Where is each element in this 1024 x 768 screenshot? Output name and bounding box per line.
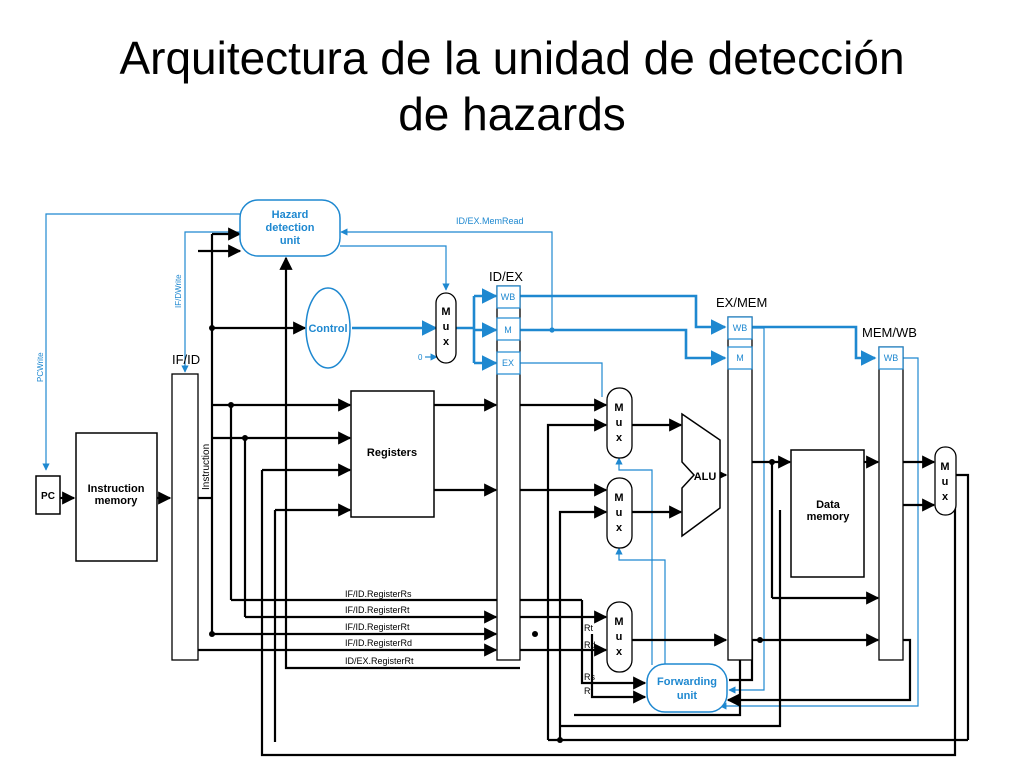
if-id-label: IF/ID [172,352,200,367]
if-id-register-rt-label: IF/ID.RegisterRt [345,622,410,632]
mux-letter: x [443,336,450,348]
hazard-unit-label-1: Hazard [272,209,309,221]
mem-wb-wb-field: WB [884,353,899,363]
if-id-register-rd-label: IF/ID.RegisterRd [345,638,412,648]
mux-letter: u [616,631,623,643]
junction-dot [549,327,555,333]
if-id-register-rs-label: IF/ID.RegisterRs [345,589,412,599]
ex-mem-label: EX/MEM [716,295,767,310]
mux-letter: M [614,616,623,628]
if-d-write-label: IF/DWrite [174,274,183,308]
id-ex-memread-label: ID/EX.MemRead [456,216,524,226]
id-ex-ex-field: EX [502,358,514,368]
id-ex-m-field: M [504,325,512,335]
instruction-memory: Instruction memory [75,432,158,562]
control-label: Control [308,323,347,335]
instruction-signal-label: Instruction [201,444,212,490]
alu: ALU [681,412,721,538]
if-id-register-rt-label: IF/ID.RegisterRt [345,605,410,615]
slide-title: Arquitectura de la unidad de detección d… [0,30,1024,142]
writeback-mux: M u x [934,446,957,516]
ex-mem-register: WB M EX/MEM [716,295,767,661]
alu-label: ALU [694,471,717,483]
data-memory-label-2: memory [807,511,851,523]
rt-forward-label: Rt [584,686,593,696]
mux-letter: x [616,646,623,658]
instruction-memory-label-2: memory [95,495,139,507]
mux-letter: M [441,306,450,318]
pc-register: PC [35,475,61,515]
mem-wb-label: MEM/WB [862,325,917,340]
registers-label: Registers [367,447,417,459]
rt-label: Rt [584,623,593,633]
mux-letter: x [942,491,949,503]
control-unit: Control [305,287,351,369]
pc-write-label: PCWrite [36,352,45,382]
rs-label: Rs [584,672,595,682]
alu-mux-b: M u x [606,477,633,549]
control-mux: M u x [435,292,457,364]
slide-title-line1: Arquitectura de la unidad de detección [119,32,905,84]
mux-letter: u [616,507,623,519]
signal-labels: IF/ID.RegisterRs IF/ID.RegisterRt IF/ID.… [345,589,596,696]
mux-letter: u [942,476,949,488]
id-ex-register-rt-label: ID/EX.RegisterRt [345,656,414,666]
forwarding-unit: Forwarding unit [646,663,728,713]
data-memory: Data memory [790,449,865,578]
control-bus [352,288,877,371]
mux-letter: M [940,461,949,473]
mux-letter: x [616,522,623,534]
mux-letter: M [614,402,623,414]
junction-dots [209,325,775,743]
hazard-unit-label-3: unit [280,235,300,247]
datapath-wires [60,227,970,757]
reg-dst-mux: M u x [606,601,633,673]
mux-letter: x [616,432,623,444]
slide-title-line2: de hazards [398,88,626,140]
pc-label: PC [41,491,55,502]
rd-label: Rd [584,640,596,650]
zero-input-label: 0 [418,353,423,362]
data-memory-label-1: Data [816,499,841,511]
mux-letter: u [616,417,623,429]
mux-letter: M [614,492,623,504]
forwarding-label-1: Forwarding [657,676,717,688]
id-ex-register: WB M EX ID/EX [489,269,523,661]
ex-mem-wb-field: WB [733,323,748,333]
hazard-detection-unit: Hazard detection unit [239,199,341,257]
ex-mem-m-field: M [736,353,744,363]
mux-letter: u [443,321,450,333]
control-wires [42,213,919,710]
mem-wb-register: WB MEM/WB [862,325,917,661]
forwarding-label-2: unit [677,690,697,702]
id-ex-label: ID/EX [489,269,523,284]
alu-mux-a: M u x [606,387,633,459]
id-ex-wb-field: WB [501,292,516,302]
if-id-register: IF/ID [171,352,200,661]
hazard-unit-label-2: detection [266,222,315,234]
register-file: Registers [350,390,435,518]
instruction-memory-label-1: Instruction [88,483,145,495]
